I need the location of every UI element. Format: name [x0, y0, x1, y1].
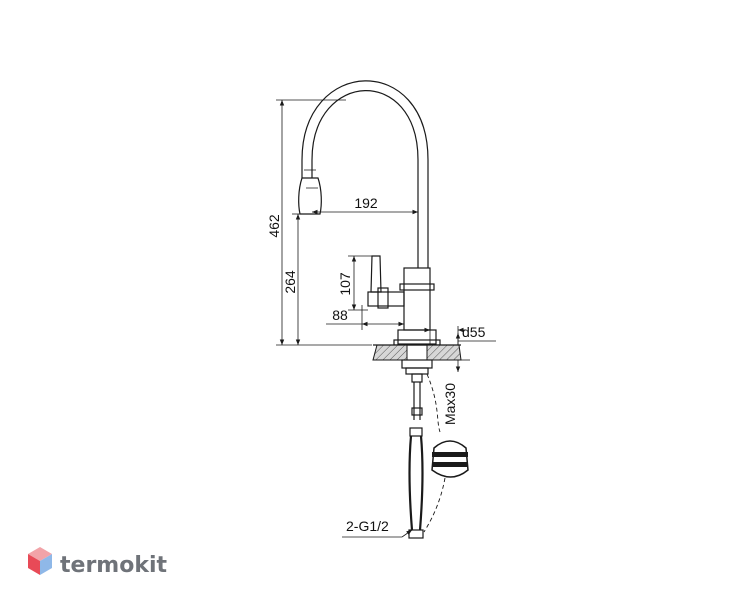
label-connection: 2-G1/2: [346, 518, 389, 534]
spout: [298, 80, 429, 268]
counterweight: [431, 440, 469, 478]
countertop: [372, 344, 462, 361]
cube-logo-icon: [28, 547, 52, 575]
label-handle-height: 107: [337, 272, 353, 296]
label-handle-reach: 88: [332, 307, 348, 323]
brand-logo: termokit: [28, 547, 167, 578]
dimension-connection: 2-G1/2: [342, 518, 413, 538]
dimension-total-height: 462: [266, 99, 372, 346]
brand-name: termokit: [60, 553, 167, 578]
dimension-handle-reach: 88: [326, 305, 404, 330]
dimension-max-thickness: Max30: [442, 333, 470, 425]
dimension-body-height: 264: [282, 213, 302, 345]
dimension-hole-diameter: d55: [422, 324, 496, 345]
label-total-height: 462: [266, 214, 282, 238]
lever-handle: [367, 255, 405, 309]
mounting-shank: [401, 359, 433, 437]
dimension-handle-height: 107: [337, 255, 372, 311]
label-body-height: 264: [282, 270, 298, 294]
label-max-thickness: Max30: [442, 383, 458, 425]
label-spout-reach: 192: [354, 195, 378, 211]
label-hole-diameter: d55: [462, 324, 486, 340]
dimension-spout-reach: 192: [312, 195, 418, 215]
